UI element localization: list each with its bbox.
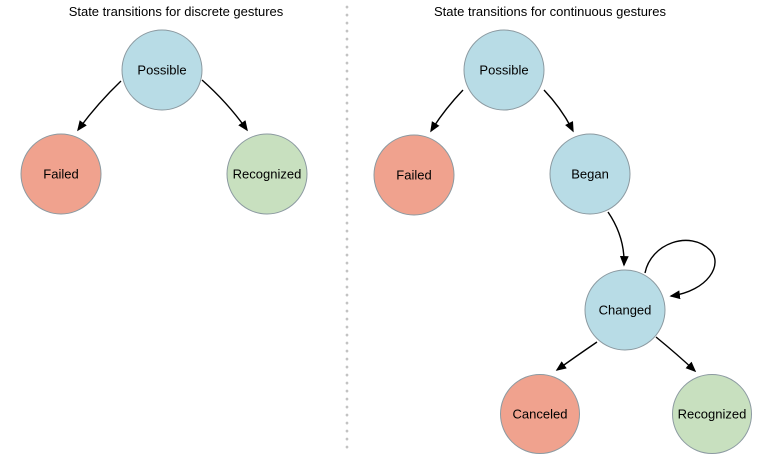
state-label-failed: Failed — [43, 167, 78, 182]
state-label-failed: Failed — [396, 168, 431, 183]
state-node-possible — [121, 29, 203, 111]
state-label-possible: Possible — [137, 63, 186, 78]
state-node-failed — [373, 134, 455, 216]
transition-arrow-changed-to-recognized — [655, 336, 697, 373]
transition-arrow-possible-to-began — [543, 89, 574, 133]
state-node-began — [549, 133, 631, 215]
state-node-failed — [20, 133, 102, 215]
transition-arrow-possible-to-failed — [77, 80, 122, 132]
diagram-title-continuous: State transitions for continuous gesture… — [434, 4, 666, 19]
transition-arrow-possible-to-failed — [430, 89, 464, 133]
transition-arrow-possible-to-recognized — [201, 79, 248, 132]
state-label-possible: Possible — [479, 63, 528, 78]
state-node-recognized — [672, 374, 752, 454]
state-label-began: Began — [571, 167, 609, 182]
state-label-recognized: Recognized — [233, 167, 302, 182]
state-label-recognized: Recognized — [678, 407, 747, 422]
transition-arrow-began-to-changed — [607, 211, 629, 267]
discrete-gestures-diagram: State transitions for discrete gestures … — [20, 4, 308, 215]
state-node-changed — [584, 269, 666, 351]
state-node-recognized — [226, 133, 308, 215]
diagram-title-discrete: State transitions for discrete gestures — [69, 4, 284, 19]
continuous-gestures-diagram: State transitions for continuous gesture… — [373, 4, 752, 454]
state-node-canceled — [500, 374, 580, 454]
transition-arrow-changed-to-canceled — [555, 341, 598, 371]
state-label-canceled: Canceled — [513, 407, 568, 422]
transition-arrow-changed-self-loop — [644, 239, 716, 300]
state-label-changed: Changed — [599, 303, 652, 318]
state-node-possible — [463, 29, 545, 111]
